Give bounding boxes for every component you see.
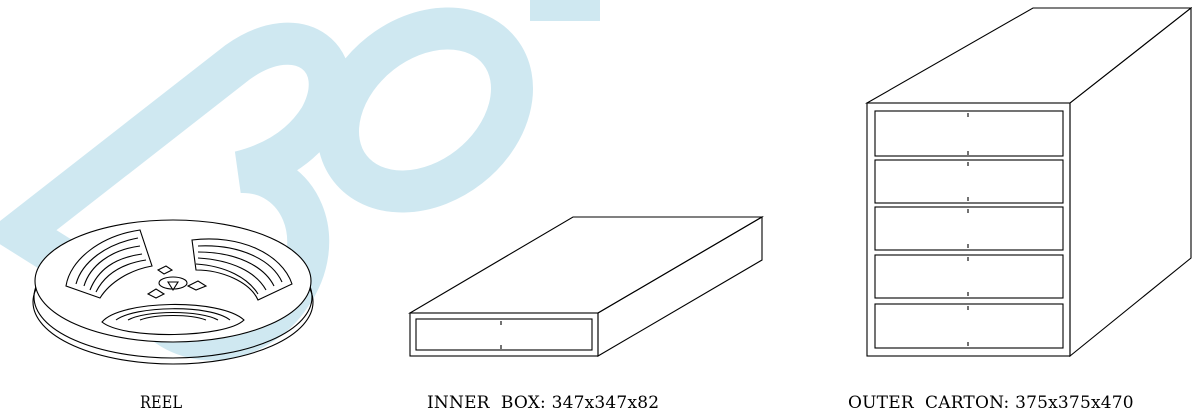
outer-carton-inner-box-5 (874, 303, 1064, 349)
outer-carton-inner-box-4 (874, 254, 1064, 299)
reel-hub-tab-top (156, 265, 174, 275)
inner-box-window (415, 318, 593, 351)
reel-label: REEL (140, 393, 183, 413)
outer-carton-inner-box-3 (874, 206, 1064, 251)
outer-carton-front (866, 102, 1071, 357)
outer-carton-inner-box-1 (874, 110, 1064, 157)
inner-box-side (597, 216, 763, 357)
outer-carton-side (1069, 6, 1192, 358)
reel-hub-arrow (167, 281, 179, 292)
outer-carton-label: OUTER CARTON: 375x375x470 (848, 393, 1134, 413)
reel-window-left (65, 229, 153, 299)
inner-box-drawing (407, 216, 765, 357)
watermark-letter-o (316, 7, 534, 213)
reel-drawing (32, 219, 314, 365)
reel-hub-tab-left (146, 288, 166, 299)
outer-carton-inner-box-2 (874, 159, 1064, 204)
outer-carton-top (864, 7, 1192, 104)
reel-window-right (191, 238, 293, 301)
inner-box-top (407, 216, 765, 314)
inner-box-label: INNER BOX: 347x347x82 (427, 393, 660, 413)
inner-box-front (409, 312, 599, 357)
outer-carton-drawing (864, 6, 1192, 358)
reel-window-bottom (101, 303, 245, 336)
reel-hub-tab-right (186, 280, 208, 291)
